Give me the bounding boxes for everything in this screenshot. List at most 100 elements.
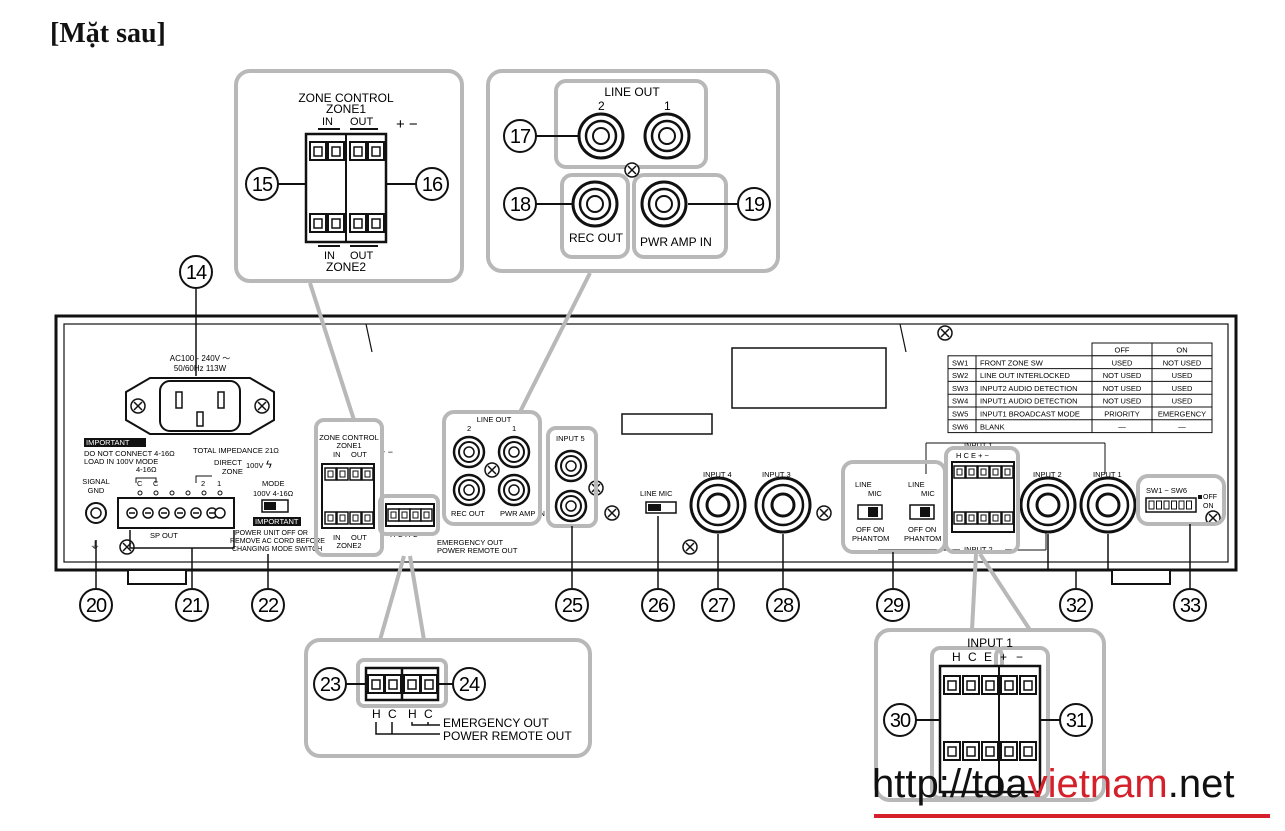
terminal-cell: [989, 465, 1002, 479]
terminal-cell: [349, 511, 362, 525]
callout-c: C: [968, 650, 977, 664]
chassis-screw-icon: [937, 325, 953, 341]
terminal-cell: [309, 213, 327, 233]
important2-text: CHANGING MODE SWITCH: [232, 546, 322, 553]
dip-off-label: OFF: [1203, 494, 1217, 501]
callout-remote-h: H: [408, 707, 417, 721]
watermark: http://toavietnam.net: [872, 762, 1234, 807]
callout-number-30: 30: [883, 703, 917, 737]
screw-icon: [624, 162, 640, 178]
sp-terminal-label: C: [153, 479, 159, 488]
signal-gnd-label: SIGNAL: [82, 477, 110, 486]
line-out-1-jack[interactable]: [497, 435, 531, 469]
rec-out-jack[interactable]: [452, 473, 486, 507]
off-on-label: OFF ON: [856, 525, 884, 534]
callout-number-33: 33: [1173, 588, 1207, 622]
screw-icon: [254, 398, 270, 414]
important2-text: REMOVE AC CORD BEFORE: [230, 538, 325, 545]
svg-text:32: 32: [1066, 595, 1087, 617]
line-out-2-jack[interactable]: [452, 435, 486, 469]
phantom-label: PHANTOM: [852, 534, 889, 543]
input3-jack[interactable]: [754, 476, 812, 534]
terminal-cell: [953, 465, 966, 479]
chassis-screw-icon: [816, 505, 832, 521]
dip-on-label: ON: [1203, 503, 1214, 510]
svg-text:17: 17: [510, 126, 531, 148]
terminal-cell: [336, 511, 349, 525]
input5-jack-top[interactable]: [554, 449, 588, 483]
terminal-cell: [420, 508, 433, 522]
table-cell: SW4: [952, 397, 968, 406]
callout-remote-h: H: [372, 707, 381, 721]
svg-text:22: 22: [258, 595, 279, 617]
important2-text: POWER UNIT OFF OR: [235, 530, 308, 537]
callout-number-26: 26: [641, 588, 675, 622]
hce-label: H C E + −: [956, 451, 990, 460]
terminal-cell: [981, 741, 999, 761]
direct-label: DIRECT: [214, 458, 242, 467]
input1-terminal-title: INPUT 1: [964, 441, 993, 450]
zone-out-label: OUT: [351, 533, 367, 542]
line-out-label: LINE OUT: [477, 415, 512, 424]
terminal-cell: [977, 511, 990, 525]
input2-jack[interactable]: [1019, 476, 1077, 534]
zone-out-label: OUT: [351, 450, 367, 459]
sw-range-label: SW1 − SW6: [1146, 486, 1187, 495]
svg-text:27: 27: [708, 595, 729, 617]
mode-options: 100V 4-16Ω: [253, 489, 294, 498]
input1-jack[interactable]: [1079, 476, 1137, 534]
table-cell: NOT USED: [1163, 358, 1202, 367]
input4-3-panel: INPUT 4 LINE MIC INPUT 3: [640, 470, 812, 534]
svg-text:28: 28: [773, 595, 794, 617]
ohm-label: 4-16Ω: [136, 465, 157, 474]
input5-jack-bottom[interactable]: [554, 489, 588, 523]
power-remote-out-label: POWER REMOTE OUT: [437, 546, 518, 555]
callout-line-out-1-jack: [643, 112, 691, 160]
callout-number-22: 22: [251, 588, 285, 622]
off-on-label: OFF ON: [908, 525, 936, 534]
input5-label: INPUT 5: [556, 434, 585, 443]
input5-panel: INPUT 5: [554, 434, 604, 523]
table-cell: SW3: [952, 384, 968, 393]
watermark-accent: vietnam: [1027, 762, 1168, 806]
table-cell: SW5: [952, 410, 968, 419]
callout-number-17: 17: [503, 119, 537, 153]
rec-out-label: REC OUT: [451, 509, 485, 518]
zone-control-label: ZONE CONTROL: [319, 433, 379, 442]
mode-label: MODE: [262, 479, 285, 488]
callout-line-out-2-jack: [577, 112, 625, 160]
leader-lines: [95, 289, 1191, 588]
terminal-cell: [309, 141, 327, 161]
ground-symbol-icon: ⏚: [90, 540, 100, 552]
svg-text:16: 16: [422, 174, 443, 196]
input3-label: INPUT 3: [762, 470, 791, 479]
zone-in-label: IN: [333, 533, 341, 542]
table-cell: PRIORITY: [1104, 410, 1139, 419]
sp-out-label: SP OUT: [150, 531, 178, 540]
svg-text:20: 20: [86, 595, 107, 617]
callout-number-19: 19: [737, 187, 771, 221]
callout-number-23: 23: [313, 667, 347, 701]
table-header-cell: ON: [1176, 346, 1187, 355]
total-impedance: TOTAL IMPEDANCE 21Ω: [193, 446, 279, 455]
terminal-cell: [409, 508, 422, 522]
terminal-cell: [327, 213, 345, 233]
terminal-cell: [943, 675, 961, 695]
callout-zone2: ZONE2: [326, 260, 366, 274]
watermark-suffix: .net: [1167, 762, 1235, 806]
callout-number-28: 28: [766, 588, 800, 622]
chassis-screw-icon: [604, 505, 620, 521]
terminal-cell: [962, 675, 980, 695]
pwr-amp-in-jack[interactable]: [497, 473, 531, 507]
watermark-prefix: http://toa: [872, 762, 1028, 806]
callout-number-15: 15: [245, 167, 279, 201]
callout-line-out-title: LINE OUT: [604, 85, 660, 99]
input4-jack[interactable]: [689, 476, 747, 534]
callout-line-out-ch1: 1: [664, 99, 671, 113]
terminal-cell: [384, 674, 402, 694]
watermark-underline: [874, 814, 1270, 818]
table-cell: NOT USED: [1103, 384, 1142, 393]
table-cell: INPUT2 AUDIO DETECTION: [980, 384, 1078, 393]
input4-label: INPUT 4: [703, 470, 732, 479]
line-mic-label: LINE MIC: [640, 489, 673, 498]
